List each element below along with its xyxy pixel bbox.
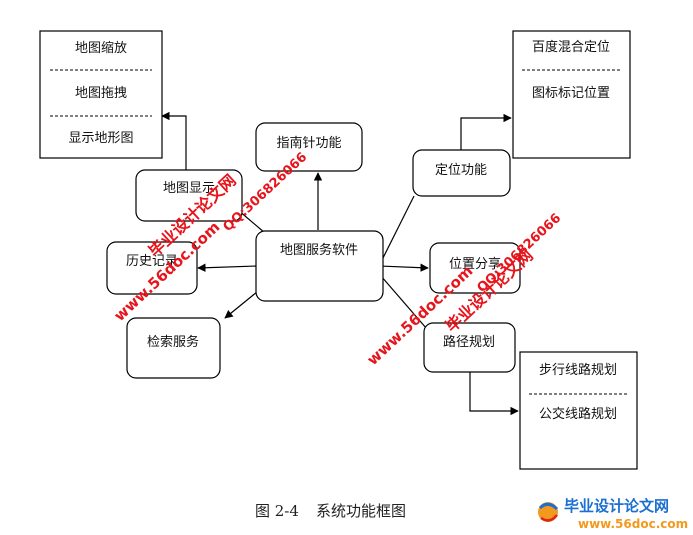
node-center: 地图服务软件 xyxy=(255,230,384,302)
detail-box-map-ops: 地图缩放 地图拖拽 显示地形图 xyxy=(39,30,163,159)
arrow-center-to-history xyxy=(197,263,258,272)
line-center-to-route xyxy=(380,275,434,337)
locate-label: 定位功能 xyxy=(435,163,487,178)
logo-globe-icon xyxy=(538,502,559,522)
bus-route-label: 公交线路规划 xyxy=(539,406,617,422)
site-logo: 毕业设计论文网 www.56doc.com xyxy=(538,497,688,531)
terrain-map-label: 显示地形图 xyxy=(68,131,133,146)
detail-box-route-ops: 步行线路规划 公交线路规划 xyxy=(519,351,638,470)
map-zoom-label: 地图缩放 xyxy=(75,40,127,56)
node-locate: 定位功能 xyxy=(412,149,511,197)
map-drag-label: 地图拖拽 xyxy=(75,86,127,101)
node-map-display: 地图显示 xyxy=(135,169,243,222)
logo-url: www.56doc.com xyxy=(578,517,688,531)
walking-route-label: 步行线路规划 xyxy=(539,362,617,378)
icon-mark-label: 图标标记位置 xyxy=(532,86,610,101)
node-route: 路径规划 xyxy=(423,322,516,373)
arrow-center-to-share xyxy=(379,263,429,272)
figure-title: 系统功能框图 xyxy=(316,502,406,520)
line-center-to-locate xyxy=(380,195,415,263)
line-center-to-map-display xyxy=(237,209,266,234)
node-compass: 指南针功能 xyxy=(255,122,363,172)
route-label: 路径规划 xyxy=(443,334,495,350)
map-display-label: 地图显示 xyxy=(163,181,215,196)
arrow-map-display-to-map-ops xyxy=(161,111,187,170)
node-history: 历史记录 xyxy=(106,241,198,295)
compass-label: 指南针功能 xyxy=(276,135,341,151)
search-label: 检索服务 xyxy=(147,334,199,350)
center-label: 地图服务软件 xyxy=(280,242,358,258)
detail-box-locate-ops: 百度混合定位 图标标记位置 xyxy=(512,30,631,159)
baidu-location-label: 百度混合定位 xyxy=(532,39,610,55)
node-share: 位置分享 xyxy=(429,242,521,294)
share-label: 位置分享 xyxy=(449,256,501,272)
arrow-locate-to-locate-ops xyxy=(460,113,512,150)
figure-number: 图 2-4 xyxy=(255,502,299,520)
history-label: 历史记录 xyxy=(126,254,178,269)
node-search: 检索服务 xyxy=(126,317,221,379)
arrow-route-to-route-ops xyxy=(469,372,519,416)
logo-title: 毕业设计论文网 xyxy=(564,497,669,515)
